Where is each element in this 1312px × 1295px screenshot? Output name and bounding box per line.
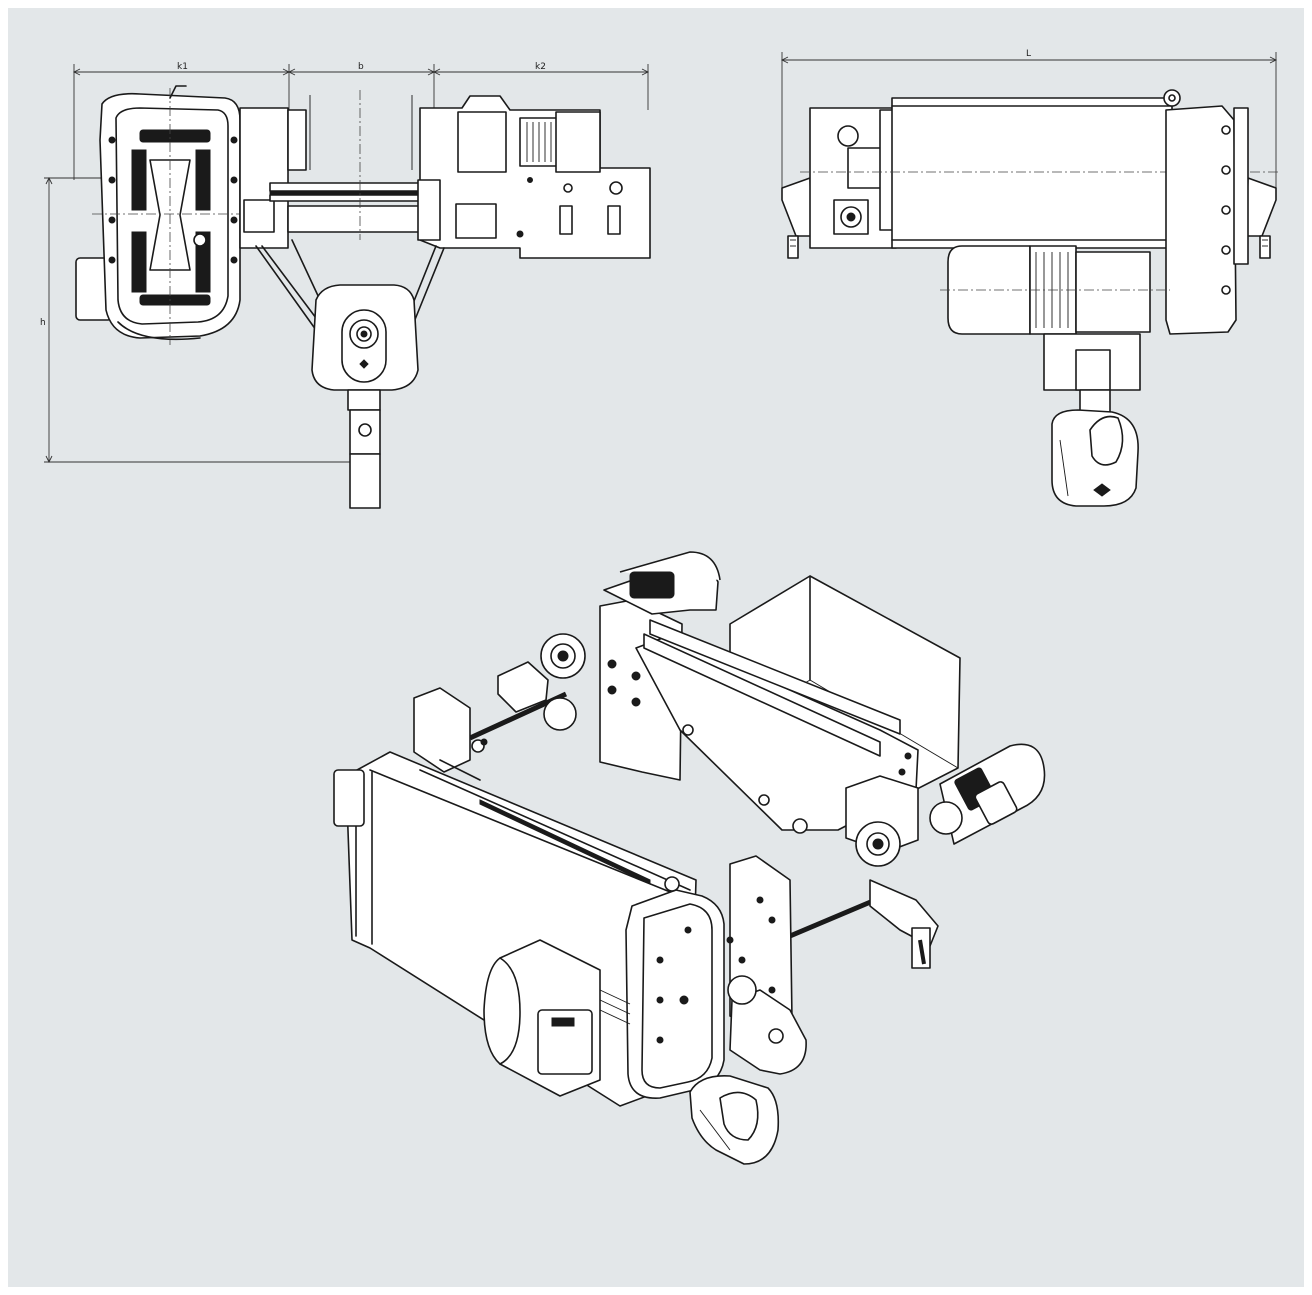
left-trolley-side <box>413 661 577 773</box>
side-gearbox <box>1165 105 1237 335</box>
hook-block-front <box>311 284 419 509</box>
hoist-drum-front <box>333 751 697 1107</box>
trolley-motor <box>457 111 507 173</box>
side-view: L <box>780 49 1280 507</box>
left-upper-wheel <box>287 109 307 171</box>
iso-hook <box>689 975 807 1165</box>
front-view: k1 b k2 h <box>40 62 651 509</box>
side-end-brackets <box>781 177 1277 259</box>
dimension-h: h <box>40 176 372 464</box>
iso-bolts <box>726 752 926 965</box>
trolley-drive-motor <box>929 743 1046 845</box>
motor-cover <box>555 111 601 173</box>
dimension-label-h: h <box>40 318 46 328</box>
hoist-motor <box>940 245 1170 335</box>
brake-unit <box>519 117 561 167</box>
isometric-view <box>333 551 1046 1165</box>
side-wheel <box>837 125 859 147</box>
left-buffer <box>243 199 275 233</box>
dimension-L: L <box>780 49 1278 190</box>
gearbox-housing <box>75 85 250 345</box>
connecting-rods <box>468 619 901 939</box>
dimension-label-b: b <box>358 62 364 72</box>
dimension-label-k2: k2 <box>535 62 546 72</box>
rope-drum <box>800 89 1280 249</box>
dimension-k1-b-k2: k1 b k2 <box>72 62 650 180</box>
iso-gearbox-housing <box>625 876 725 1099</box>
dimension-label-k1: k1 <box>177 62 188 72</box>
iso-hoist-motor <box>483 939 631 1097</box>
dimension-label-L: L <box>1026 49 1031 59</box>
rope-lines <box>255 239 445 331</box>
hook-block-side <box>1043 333 1141 507</box>
